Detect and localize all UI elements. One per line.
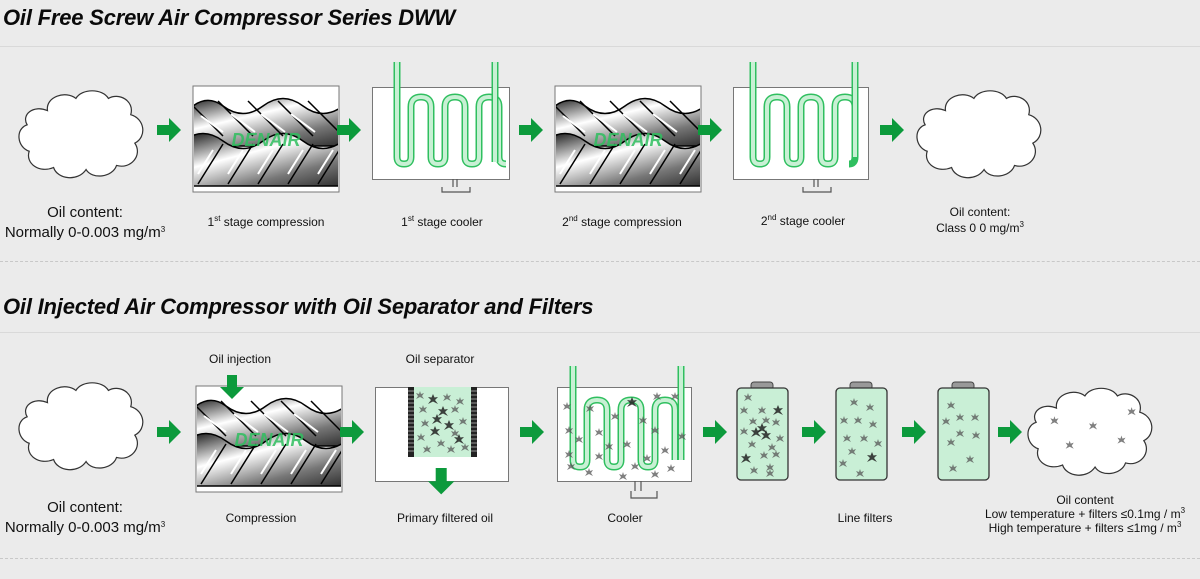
- section-divider: [0, 261, 1200, 262]
- outlet-oil-content-low-temp: Low temperature + filters ≤0.1mg / m3: [984, 506, 1186, 522]
- oil-separator-label: Oil separator: [405, 352, 475, 366]
- oil-injection-label: Oil injection: [208, 352, 272, 366]
- line-filter-3-image: [937, 381, 990, 481]
- outlet-oil-content-value: Class 0 0 mg/m3: [936, 220, 1024, 236]
- flow-arrow-icon: [157, 420, 181, 444]
- title-divider: [0, 332, 1200, 333]
- line-filter-2-image: [835, 381, 888, 481]
- line-filter-1-image: [736, 381, 789, 481]
- flow-arrow-icon: [520, 420, 544, 444]
- section-title-oil-injected: Oil Injected Air Compressor with Oil Sep…: [3, 294, 594, 319]
- svg-defs: [0, 0, 1, 1]
- outlet-oil-content-label: Oil content: Class 0 0 mg/m3: [905, 204, 1055, 236]
- compression-rotor-image: DENAIR: [196, 386, 342, 492]
- flow-arrow-icon: [902, 420, 926, 444]
- stage2-cooler-image: [733, 62, 869, 193]
- inlet-air-cloud: [18, 382, 144, 471]
- stage2-cooler-label: 2nd stage cooler: [760, 213, 846, 229]
- compression-label: Compression: [225, 511, 297, 525]
- flow-arrow-icon: [337, 118, 361, 142]
- section-title-oil-free: Oil Free Screw Air Compressor Series DWW: [3, 5, 456, 30]
- inlet-oil-content-value: Normally 0-0.003 mg/m3: [4, 519, 166, 536]
- outlet-oil-content-high-temp: High temperature + filters ≤1mg / m3: [988, 520, 1182, 536]
- line-filters-label: Line filters: [837, 511, 893, 525]
- oil-separator-image: [375, 387, 509, 482]
- inlet-oil-content-label: Oil content: Normally 0-0.003 mg/m3: [0, 203, 170, 243]
- rotor-watermark: DENAIR: [231, 130, 300, 150]
- stage1-cooler-image: [372, 62, 510, 193]
- outlet-oil-content-title: Oil content:: [949, 205, 1011, 219]
- inlet-oil-content-value: Normally 0-0.003 mg/m3: [4, 224, 166, 241]
- inlet-oil-content-title: Oil content:: [47, 499, 123, 516]
- stage2-compression-label: 2nd stage compression: [562, 214, 682, 230]
- flow-arrow-icon: [698, 118, 722, 142]
- outlet-air-cloud: [1027, 387, 1153, 476]
- flow-arrow-icon: [157, 118, 181, 142]
- rotor-watermark: DENAIR: [234, 430, 303, 450]
- flow-arrow-icon: [998, 420, 1022, 444]
- outlet-air-cloud: [916, 90, 1042, 179]
- flow-arrow-icon: [519, 118, 543, 142]
- stage2-compression-rotor-image: DENAIR: [555, 86, 701, 192]
- rotor-watermark: DENAIR: [593, 130, 662, 150]
- section-divider: [0, 558, 1200, 559]
- stage1-compression-label: 1st stage compression: [207, 214, 325, 230]
- cooler-label: Cooler: [607, 511, 643, 525]
- inlet-air-cloud: [18, 90, 144, 179]
- inlet-oil-content-title: Oil content:: [47, 204, 123, 221]
- primary-filtered-oil-label: Primary filtered oil: [396, 511, 494, 525]
- inlet-oil-content-label: Oil content: Normally 0-0.003 mg/m3: [0, 498, 170, 538]
- flow-arrow-icon: [340, 420, 364, 444]
- title-divider: [0, 46, 1200, 47]
- flow-arrow-icon: [880, 118, 904, 142]
- flow-arrow-icon: [802, 420, 826, 444]
- stage1-compression-rotor-image: DENAIR: [193, 86, 339, 192]
- stage1-cooler-label: 1st stage cooler: [401, 214, 483, 230]
- oil-drain-arrow-icon: [428, 468, 455, 495]
- cooler-image: [557, 366, 692, 499]
- outlet-oil-content-title: Oil content: [1056, 493, 1114, 507]
- outlet-oil-content-label: Oil content Low temperature + filters ≤0…: [975, 493, 1195, 535]
- oil-injection-arrow-icon: [220, 375, 244, 399]
- flow-arrow-icon: [703, 420, 727, 444]
